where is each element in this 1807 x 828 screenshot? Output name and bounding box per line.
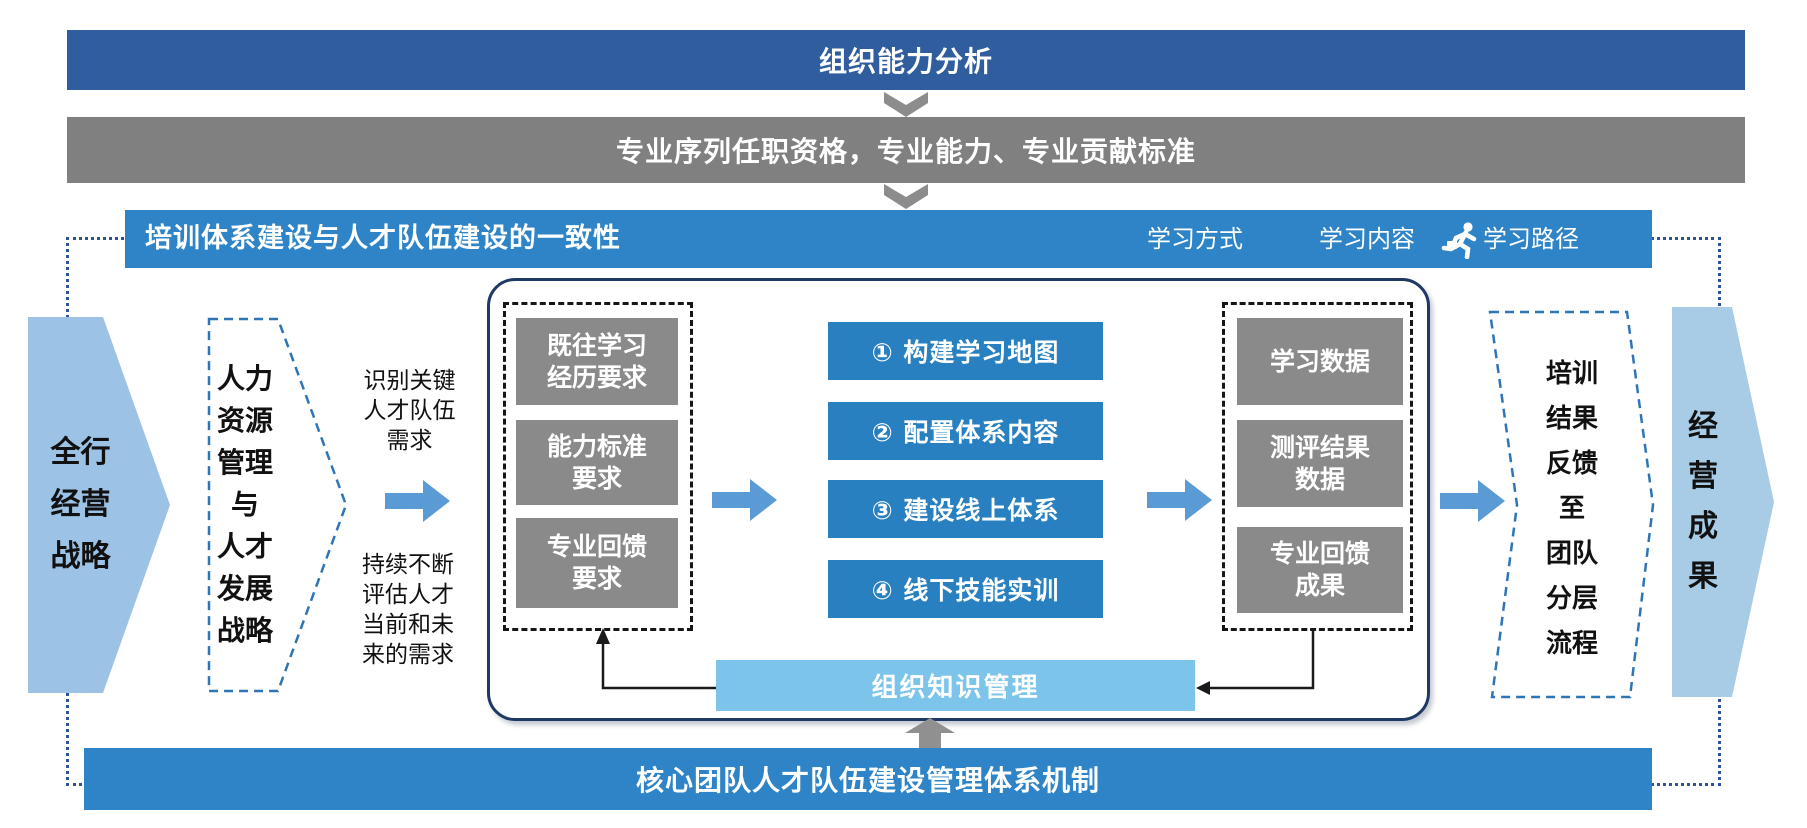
flow-arrow-icon bbox=[712, 479, 777, 521]
label-learning-content: 学习内容 bbox=[1319, 225, 1415, 253]
requirement-box: 能力标准 要求 bbox=[516, 420, 678, 505]
bottom-banner: 核心团队人才队伍建设管理体系机制 bbox=[84, 748, 1652, 810]
flow-arrow-icon bbox=[385, 480, 450, 522]
results-pentagon bbox=[1672, 307, 1774, 697]
bottom-banner-label: 核心团队人才队伍建设管理体系机制 bbox=[635, 764, 1100, 797]
requirement-box: 专业回馈 要求 bbox=[516, 518, 678, 608]
results-pentagon-label: 经 营 成 果 bbox=[1688, 409, 1718, 594]
outputs-dashed-box bbox=[1222, 302, 1413, 631]
evaluate-note: 持续不断 评估人才 当前和未 来的需求 bbox=[362, 552, 454, 668]
label-learning-mode: 学习方式 bbox=[1147, 225, 1243, 253]
up-arrow-icon bbox=[905, 718, 955, 752]
output-box: 专业回馈 成果 bbox=[1237, 527, 1403, 613]
strategy-pentagon bbox=[28, 317, 170, 693]
top-banner: 组织能力分析 bbox=[67, 30, 1745, 90]
hr-pentagon bbox=[207, 317, 348, 693]
running-person-icon bbox=[1441, 222, 1477, 259]
down-chevron-icon bbox=[884, 184, 928, 209]
knowledge-management-box: 组织知识管理 bbox=[716, 660, 1195, 711]
feedback-chevron-label: 培训 结果 反馈 至 团队 分层 流程 bbox=[1545, 359, 1598, 659]
output-box: 学习数据 bbox=[1237, 318, 1403, 405]
alignment-band-title: 培训体系建设与人才队伍建设的一致性 bbox=[145, 223, 621, 254]
hr-pentagon-label: 人力 资源 管理 与 人才 发展 战略 bbox=[216, 362, 273, 647]
build-step-box: ③ 建设线上体系 bbox=[828, 480, 1103, 538]
requirement-box: 既往学习 经历要求 bbox=[516, 318, 678, 405]
standards-banner-label: 专业序列任职资格，专业能力、专业贡献标准 bbox=[615, 135, 1196, 168]
build-step-box: ④ 线下技能实训 bbox=[828, 560, 1103, 618]
alignment-band: 培训体系建设与人才队伍建设的一致性 学习方式 学习内容 学习路径 bbox=[125, 210, 1652, 268]
build-step-box: ① 构建学习地图 bbox=[828, 322, 1103, 380]
build-step-box: ② 配置体系内容 bbox=[828, 402, 1103, 460]
standards-banner: 专业序列任职资格，专业能力、专业贡献标准 bbox=[67, 117, 1745, 183]
down-chevron-icon bbox=[884, 92, 928, 117]
identify-note: 识别关键 人才队伍 需求 bbox=[363, 368, 456, 454]
label-learning-path: 学习路径 bbox=[1483, 225, 1579, 253]
strategy-pentagon-label: 全行 经营 战略 bbox=[50, 435, 111, 574]
top-banner-label: 组织能力分析 bbox=[818, 45, 993, 78]
feedback-chevron bbox=[1488, 310, 1655, 699]
flow-arrow-icon bbox=[1440, 480, 1505, 522]
output-box: 测评结果 数据 bbox=[1237, 420, 1403, 507]
flow-arrow-icon bbox=[1147, 479, 1212, 521]
